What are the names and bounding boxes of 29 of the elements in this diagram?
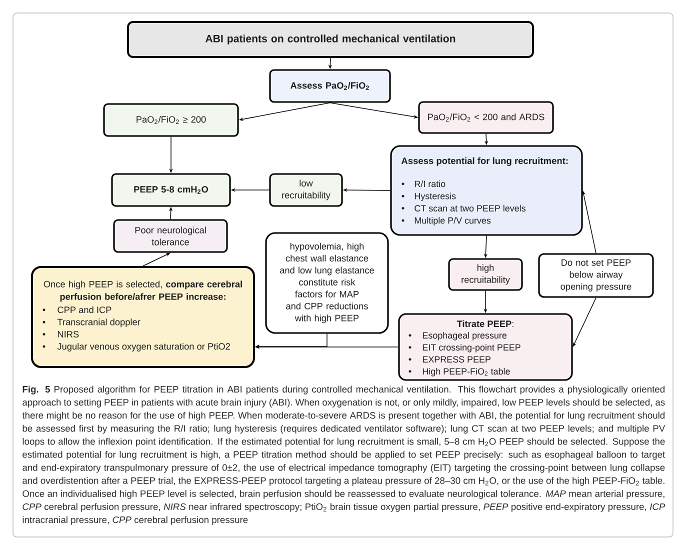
note-box: hypovolemia, high chest wall elastance and low lung elastance constitute risk factors for MAP and CPP reductions with high PEEP: [265, 232, 389, 334]
figure-caption: Fig. 5 Proposed algorithm for PEEP titration in ABI patients during controlled mechanical ventilation. This flowchart provides a physiologically oriented approach to setting PEEP in patients with acute brain injury (ABI). When oxygenation is not, or only mildly, impaired, low PEEP levels should be selected, as there might be no reason for the use of high PEEP. When moderate-to-severe ARDS is present together with ABI, the potential for lung recruitment should be assessed first by measuring the R/I ratio; lung hysteresis (requires dedicated ventilator software); lung CT scan at two PEEP levels; and multiple PV loops to allow the inflexion point identification. If the estimated potential for lung recruitment is small, 5–8 cm H$_{2}$O PEEP should be selected. Suppose the estimated potential for lung recruitment is high, a PEEP titration method should be applied to set PEEP precisely: such as esophageal balloon to target and end-expiratory transpulmonary pressure of 0±2, the use of electrical impedance tomography (EIT) targeting the crossing-point between lung collapse and overdistention after a PEEP trial, the EXPRESS-PEEP protocol targeting a plateau pressure of 28–30 cm H$_{2}$O, or the use of the high PEEP-FiO$_{2}$ table. Once an individualised high PEEP level is selected, brain perfusion should be reassessed to evaluate neurological tolerance. MAP mean arterial pressure, CPP cerebral perfusion pressure, NIRS near infrared spectroscopy; PtiO$_{2}$ brain tissue oxygen partial pressure, PEEP positive end-expiratory pressure, ICP intracranial pressure, CPP cerebral perfusion pressure: [22, 386, 666, 525]
process-box: [398, 313, 573, 381]
note-box: Do not set PEEP below airway opening pressure: [538, 253, 654, 298]
condition-box: PaO$_{2}$/FiO$_{2}$ < 200 and ARDS: [418, 101, 554, 134]
box-heading: Once high PEEP is selected, compare cerebral perfusion before/afrer PEEP increase:: [44, 280, 242, 302]
list-item: EXPRESS PEEP: [422, 356, 490, 363]
list-item: NIRS: [58, 330, 79, 338]
list-item: CT scan at two PEEP levels: [414, 204, 526, 212]
list-item: Transcranial doppler: [57, 318, 140, 328]
list-item: EIT crossing-point PEEP: [422, 344, 520, 352]
process-box: PEEP 5-8 cmH$_{2}$O: [111, 173, 231, 207]
process-box: Poor neurological tolerance: [113, 219, 228, 253]
process-box: low recruitability: [269, 173, 343, 207]
list-item: R/I ratio: [414, 180, 446, 188]
condition-box: PaO$_{2}$/FiO$_{2}$ ≥ 200: [103, 103, 239, 137]
list-item: Multiple P/V curves: [414, 217, 491, 226]
list-item: Hysteresis: [414, 192, 456, 202]
process-box: high recruitability: [448, 258, 523, 291]
list-item: Esophageal pressure: [422, 332, 507, 340]
list-item: Jugular venous oxygen saturation or PtiO2: [57, 342, 230, 352]
process-box: ABI patients on controlled mechanical ventilation: [127, 21, 534, 58]
process-box: [31, 266, 255, 368]
box-heading: Titrate PEEP:: [456, 320, 514, 328]
list-item: CPP and ICP: [58, 306, 112, 314]
process-box: [390, 145, 583, 236]
box-heading: Assess potential for lung recruitment:: [401, 157, 568, 166]
process-box: Assess PaO$_{2}$/FiO$_{2}$: [269, 69, 391, 103]
list-item: High PEEP-FiO$_{2}$ table: [422, 368, 510, 376]
